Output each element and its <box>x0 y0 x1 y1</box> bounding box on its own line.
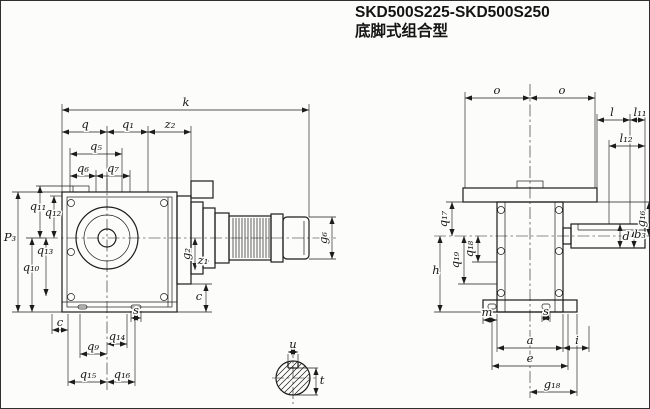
left-view-labels: k q q₁ z₂ q₅ q₆ q₇ P₃ q₁₀ q₁₃ q₁₂ q₁₁ g₂… <box>1 94 331 383</box>
mounting-foot <box>482 299 578 313</box>
dim-g6-label: g₆ <box>316 232 330 244</box>
left-view-dimension-lines <box>15 107 335 385</box>
foot-slot <box>130 304 142 310</box>
dim-c-right-label: c <box>196 289 203 303</box>
housing-top-lug <box>72 185 90 193</box>
bolt-hole <box>555 247 563 255</box>
keyway-slot <box>287 361 299 369</box>
bolt-hole <box>497 206 505 214</box>
gearbox-housing-inner <box>66 196 173 308</box>
dim-d-label: d <box>622 229 629 243</box>
bolt-hole <box>497 289 505 297</box>
dim-c-left-label: c <box>57 315 64 329</box>
bolt-hole <box>160 199 168 207</box>
foot-slot <box>487 303 497 310</box>
dim-q13-label: q₁₃ <box>37 243 54 257</box>
output-shaft-bore <box>97 228 117 248</box>
dim-q16-label: q₁₆ <box>114 367 131 381</box>
bolt-hole <box>67 248 75 256</box>
output-bore-outer <box>75 206 139 270</box>
dim-q15-label: q₁₅ <box>80 367 97 381</box>
dim-l-label: l <box>610 105 614 119</box>
dim-g2-label: g₂ <box>179 248 193 260</box>
dim-g16-label: g₁₆ <box>634 210 648 227</box>
left-view: k q q₁ z₂ q₅ q₆ q₇ P₃ q₁₀ q₁₃ q₁₂ q₁₁ g₂… <box>1 94 336 390</box>
dim-t-label: t <box>320 373 325 387</box>
drawing-title-model: SKD500S225-SKD500S250 <box>355 4 550 21</box>
right-view-dimension-lines <box>437 95 650 395</box>
dim-P3-label: P₃ <box>3 230 17 244</box>
foot-slot <box>541 303 551 310</box>
dim-q5-label: q₅ <box>90 139 102 153</box>
shaft-section-detail: u t <box>272 336 326 404</box>
drawing-title-type: 底脚式组合型 <box>355 21 449 40</box>
dim-q1-label: q₁ <box>122 117 134 131</box>
dim-q11-label: q₁₁ <box>30 199 47 213</box>
terminal-box <box>190 180 214 199</box>
dim-q6-label: q₆ <box>77 161 89 175</box>
bolt-hole <box>555 289 563 297</box>
dim-q18-label: q₁₈ <box>462 240 476 257</box>
output-shaft <box>570 223 646 249</box>
cooling-fins <box>232 218 270 258</box>
dim-q-label: q <box>81 117 88 131</box>
dim-b3-label: b₃ <box>634 227 646 241</box>
dim-s-label: s <box>133 303 139 317</box>
right-view-labels: o o l l₁₁ l₁₂ g₁₆ d b₃ q₁₇ q₁₈ q₁₉ h m s… <box>431 82 650 393</box>
output-bore-middle <box>83 214 131 262</box>
dim-q7-label: q₇ <box>107 161 119 175</box>
top-cap <box>516 180 544 189</box>
dim-q19-label: q₁₉ <box>448 251 462 268</box>
gearbox-housing <box>61 185 178 313</box>
title-block: SKD500S225-SKD500S250 底脚式组合型 <box>355 4 550 40</box>
dim-q12-label: q₁₂ <box>45 205 62 219</box>
dim-k-label: k <box>183 95 190 109</box>
gearbox-front <box>462 180 646 313</box>
bolt-hole <box>497 247 505 255</box>
dim-a-label: a <box>527 333 534 347</box>
dim-q10-label: q₁₀ <box>23 260 40 274</box>
bolt-hole <box>555 206 563 214</box>
dim-l11-label: l₁₁ <box>634 105 647 119</box>
bolt-hole <box>160 293 168 301</box>
foot-slot <box>77 304 88 310</box>
bolt-hole <box>67 293 75 301</box>
motor-flange <box>176 195 192 285</box>
dim-m-label: m <box>482 305 493 319</box>
dim-l12-label: l₁₂ <box>620 131 633 145</box>
dim-o-right-label: o <box>559 83 566 97</box>
dim-o-left-label: o <box>494 83 501 97</box>
dim-q17-label: q₁₇ <box>436 210 450 227</box>
dim-i-label: i <box>575 333 579 347</box>
dim-z2-label: z₂ <box>164 117 176 131</box>
right-view: o o l l₁₁ l₁₂ g₁₆ d b₃ q₁₇ q₁₈ q₁₉ h m s… <box>431 82 650 398</box>
fan-cover <box>282 216 310 260</box>
dim-u-label: u <box>289 337 296 351</box>
dim-q9-label: q₉ <box>87 339 99 353</box>
bolt-hole <box>67 199 75 207</box>
motor <box>176 180 310 285</box>
dim-g18-label: g₁₈ <box>544 377 561 391</box>
left-view-extension-lines <box>12 104 336 386</box>
dim-s-label: s <box>543 304 549 318</box>
dim-e-label: e <box>527 351 534 365</box>
dim-h-label: h <box>432 263 439 277</box>
dim-z1-label: z₁ <box>197 253 209 267</box>
dim-q14-label: q₁₄ <box>109 329 126 343</box>
